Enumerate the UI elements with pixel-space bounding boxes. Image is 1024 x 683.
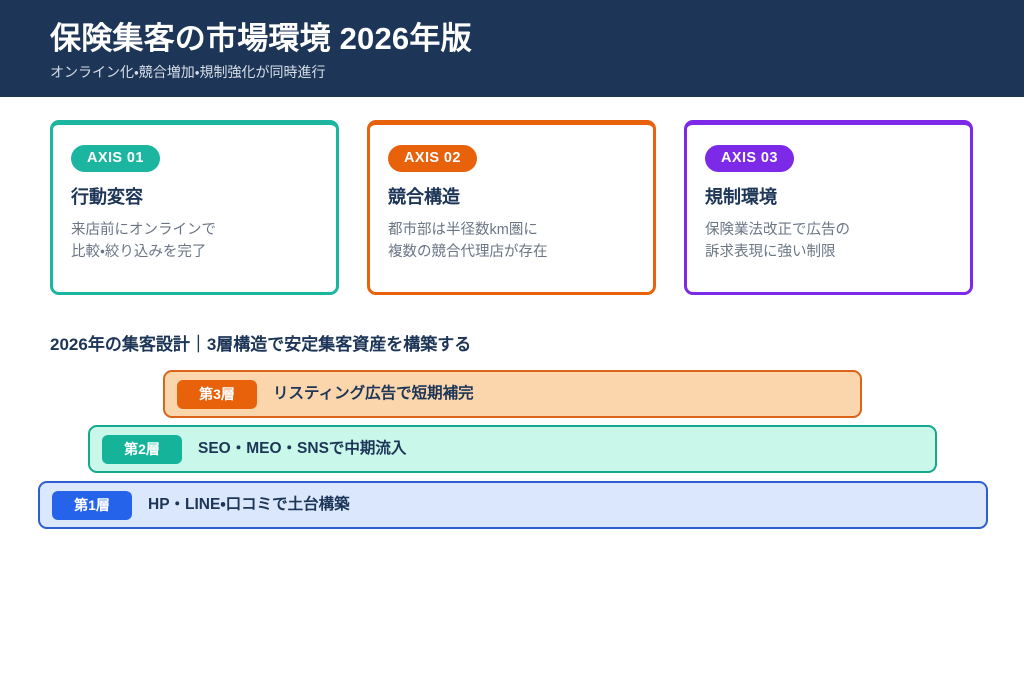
axis-card-01-description: 来店前にオンラインで 比較・絞り込みを完了	[71, 222, 216, 260]
axis-card-group: AXIS 01 行動変容 来店前にオンラインで 比較・絞り込みを完了 AXIS …	[50, 120, 974, 295]
layer-2-badge: 第2層	[102, 434, 182, 464]
layer-1-label: HP・LINE・口コミで土台構築	[148, 496, 350, 513]
axis-card-02: AXIS 02 競合構造 都市部は半径数km圏に 複数の競合代理店が存在	[367, 120, 656, 295]
axis-card-01: AXIS 01 行動変容 来店前にオンラインで 比較・絞り込みを完了	[50, 120, 339, 295]
axis-card-03-badge: AXIS 03	[705, 145, 794, 172]
axis-card-03-title: 規制環境	[705, 187, 777, 207]
section-heading: 2026年の集客設計｜3層構造で安定集客資産を構築する	[50, 335, 472, 354]
layer-row-3: 第3層 リスティング広告で短期補完	[163, 370, 862, 418]
axis-card-01-badge: AXIS 01	[71, 145, 160, 172]
layer-pyramid: 第3層 リスティング広告で短期補完 第2層 SEO・MEO・SNSで中期流入 第…	[0, 370, 1024, 535]
page-header: 保険集客の市場環境 2026年版 オンライン化・競合増加・規制強化が同時進行	[0, 0, 1024, 97]
layer-2-label: SEO・MEO・SNSで中期流入	[198, 440, 407, 457]
axis-card-02-description: 都市部は半径数km圏に 複数の競合代理店が存在	[388, 222, 548, 260]
layer-1-badge: 第1層	[52, 490, 132, 520]
axis-card-01-title: 行動変容	[71, 187, 143, 207]
layer-3-badge: 第3層	[177, 379, 257, 409]
axis-card-02-badge: AXIS 02	[388, 145, 477, 172]
layer-3-label: リスティング広告で短期補完	[273, 385, 474, 402]
page-title: 保険集客の市場環境 2026年版	[50, 21, 472, 56]
layer-row-1: 第1層 HP・LINE・口コミで土台構築	[38, 481, 988, 529]
layer-row-2: 第2層 SEO・MEO・SNSで中期流入	[88, 425, 937, 473]
page-subtitle: オンライン化・競合増加・規制強化が同時進行	[50, 64, 326, 80]
axis-card-02-title: 競合構造	[388, 187, 460, 207]
axis-card-03-description: 保険業法改正で広告の 訴求表現に強い制限	[705, 222, 850, 260]
axis-card-03: AXIS 03 規制環境 保険業法改正で広告の 訴求表現に強い制限	[684, 120, 973, 295]
